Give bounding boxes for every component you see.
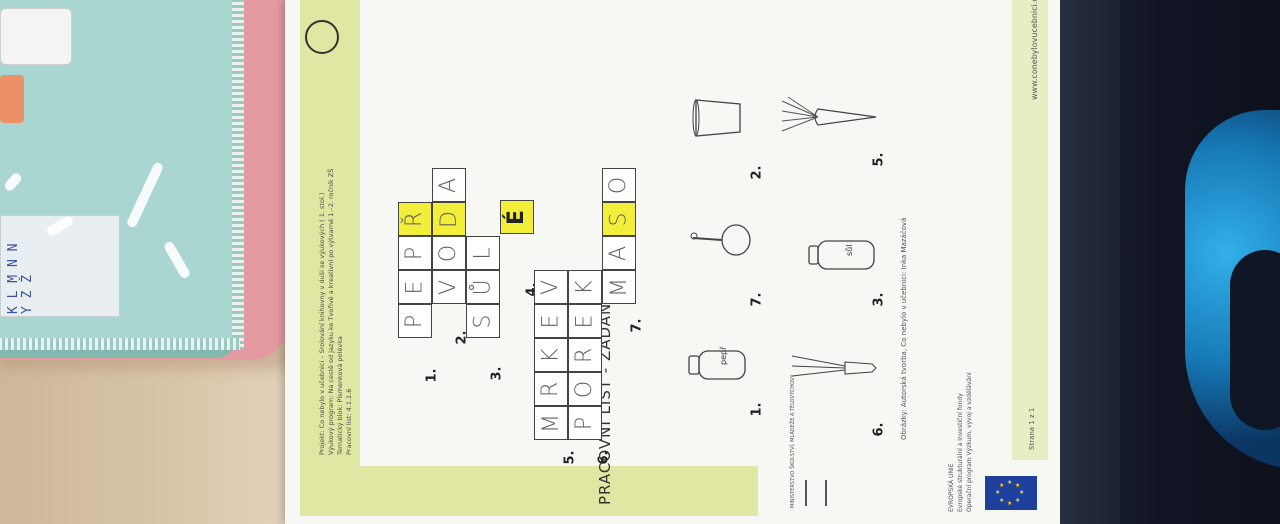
crossword-letter: Ů xyxy=(470,278,496,296)
crossword-letter: S xyxy=(606,212,632,226)
crossword-row-number: 6. xyxy=(596,450,612,465)
eu-line-3: Operační program Výzkum, vývoj a vzděláv… xyxy=(966,372,973,512)
website-url: www.conebylovucebnici.c xyxy=(1030,0,1039,100)
crossword-cell: D xyxy=(432,202,466,236)
crossword-letter: E xyxy=(538,314,564,328)
zipper-horizontal xyxy=(0,338,240,350)
clue-number-3: 3. xyxy=(871,292,887,307)
crossword-letter: E xyxy=(572,314,598,328)
crossword-cell: O xyxy=(568,372,602,406)
meta-sheet: Pracovní list: 4.1.1.6 xyxy=(345,388,353,455)
clue-number-2: 2. xyxy=(749,165,765,180)
name-tag-line-1: K L M N N xyxy=(6,243,21,314)
meta-theme: Tematický blok: Písmenková polévka xyxy=(336,336,344,455)
crossword-cell: M xyxy=(602,270,636,304)
crossword-row-number: 1. xyxy=(424,368,440,383)
leek-icon xyxy=(791,355,877,377)
crossword-cell: P xyxy=(568,406,602,440)
crossword-cell: M xyxy=(534,406,568,440)
crossword-letter: D xyxy=(436,210,462,228)
crossword-cell: Ř xyxy=(398,202,432,236)
crossword-cell: A xyxy=(602,236,636,270)
crossword-cell: P xyxy=(398,236,432,270)
fabric-fold xyxy=(1060,0,1120,524)
clue-number-7: 7. xyxy=(749,292,765,307)
crossword-cell: O xyxy=(432,236,466,270)
crossword-letter: O xyxy=(572,380,598,398)
crossword-letter: P xyxy=(572,416,598,430)
crossword-cell: K xyxy=(568,270,602,304)
crossword-letter: O xyxy=(606,176,632,194)
meta-program: Výukový program: Na cestě od jazyku ke T… xyxy=(327,168,335,455)
title-band xyxy=(300,466,758,516)
dark-pattern xyxy=(1230,250,1280,430)
zipper-vertical xyxy=(232,0,244,350)
pepper-label: pepř xyxy=(719,346,728,365)
ministry-name: MINISTERSTVO ŠKOLSTVÍ, MLÁDEŽE A TĚLOVÝC… xyxy=(790,374,796,508)
crossword-cell: A xyxy=(432,168,466,202)
header-band xyxy=(300,0,360,466)
crossword-cell: E xyxy=(568,304,602,338)
footer-band xyxy=(1012,0,1048,460)
crossword-letter: E xyxy=(402,280,428,294)
crossword-letter: A xyxy=(606,245,632,261)
crossword-letter: É xyxy=(504,209,530,225)
clue-number-1: 1. xyxy=(749,402,765,417)
crossword-letter: V xyxy=(436,279,462,295)
crossword-cell: R xyxy=(568,338,602,372)
crossword-letter: A xyxy=(436,177,462,193)
crossword-cell: É xyxy=(500,200,534,234)
crossword-letter: M xyxy=(538,413,564,433)
eu-line-2: Evropské strukturální a investiční fondy xyxy=(957,393,964,512)
crossword-cell: L xyxy=(466,236,500,270)
crossword-cell: Ů xyxy=(466,270,500,304)
crossword-letter: P xyxy=(402,314,428,328)
crossword-row-number: 5. xyxy=(562,450,578,465)
pepper-shaker-icon: pepř xyxy=(688,346,746,380)
crossword-letter: V xyxy=(538,279,564,295)
crossword-letter: M xyxy=(606,277,632,297)
crossword-cell: V xyxy=(534,270,568,304)
crossword-letter: Ř xyxy=(402,211,428,227)
white-marker-cap xyxy=(0,8,72,65)
orange-marker-cap xyxy=(0,75,24,123)
crossword-cell: S xyxy=(602,202,636,236)
crossword-cell: P xyxy=(398,304,432,338)
name-tag-line-2: Y Z Ž xyxy=(20,274,35,314)
crossword-cell: S xyxy=(466,304,500,338)
image-credits: Obrázky: Autorská tvorba, Co nebylo v uč… xyxy=(900,217,908,440)
crossword-letter: O xyxy=(436,244,462,262)
crossword-letter: K xyxy=(572,279,598,295)
meta-project: Projekt: Co nebylo v učebnici – Srolován… xyxy=(318,192,326,455)
salt-label: sůl xyxy=(844,245,854,256)
clue-number-6: 6. xyxy=(871,422,887,437)
clue-number-5: 5. xyxy=(871,152,887,167)
eu-flag: ★★★ ★★★ ★★ xyxy=(985,476,1037,510)
crossword-letter: R xyxy=(572,347,598,363)
crossword-cell: R xyxy=(534,372,568,406)
crossword-cell: O xyxy=(602,168,636,202)
crossword-letter: R xyxy=(538,381,564,397)
carrot-icon xyxy=(781,96,877,132)
crossword-cell: E xyxy=(534,304,568,338)
crossword-row-number: 7. xyxy=(629,318,645,333)
crossword-row-number: 3. xyxy=(489,366,505,381)
crossword-letter: P xyxy=(402,246,428,260)
glass-of-water-icon xyxy=(692,99,741,137)
eu-line-1: EVROPSKÁ UNIE xyxy=(948,463,955,513)
name-tag: K L M N N Y Z Ž xyxy=(0,215,120,317)
crossword-cell: V xyxy=(432,270,466,304)
crossword-cell: E xyxy=(398,270,432,304)
project-logo xyxy=(305,20,339,54)
crossword-cell: K xyxy=(534,338,568,372)
crossword-letter: L xyxy=(470,246,496,260)
crossword-letter: S xyxy=(470,314,496,328)
page-number: Strana 1 z 1 xyxy=(1028,407,1036,450)
meat-leg-icon xyxy=(690,224,751,256)
ministry-logo xyxy=(805,480,827,506)
crossword-letter: K xyxy=(538,347,564,363)
salt-shaker-icon: sůl xyxy=(808,240,875,270)
